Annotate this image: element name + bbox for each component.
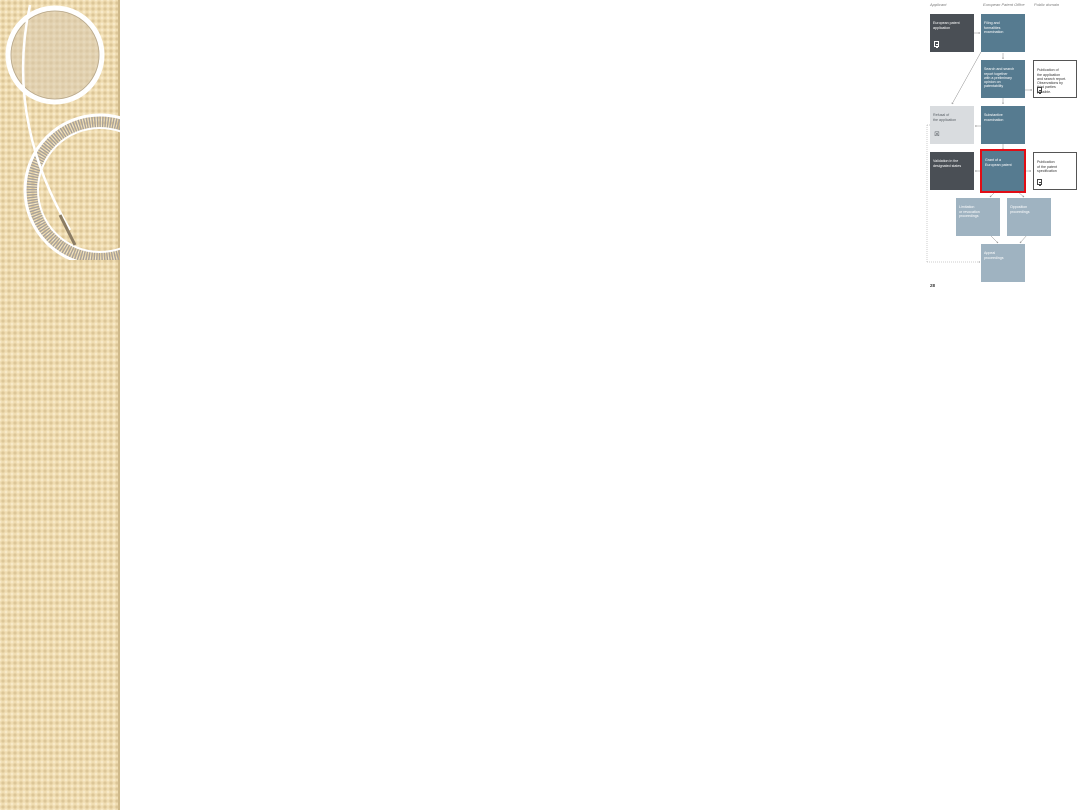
column-label-applicant: Applicant (930, 2, 947, 7)
decorative-rings (5, 4, 120, 260)
box-refusal: Refusal of the application ☒ (930, 106, 974, 144)
box-patent-application: European patent application (930, 14, 974, 52)
box-label: Appeal proceedings (984, 251, 1004, 260)
box-limitation-revocation: Limitation or revocation proceedings (956, 198, 1000, 236)
box-publication-specification: Publication of the patent specification (1033, 152, 1077, 190)
box-label: Publication of the patent specification (1037, 160, 1057, 173)
decorative-sidebar (0, 0, 120, 810)
box-label: Grant of a European patent (985, 158, 1012, 167)
box-label: Limitation or revocation proceedings (959, 205, 980, 218)
box-label: Substantive examination (984, 113, 1004, 122)
document-icon (934, 41, 939, 48)
box-substantive-examination: Substantive examination (981, 106, 1025, 144)
sidebar-edge (118, 0, 120, 810)
box-publication-application: Publication of the application and searc… (1033, 60, 1077, 98)
flowchart-connectors (926, 0, 1080, 300)
crossed-document-icon: ☒ (934, 132, 940, 138)
document-icon (1037, 87, 1042, 94)
box-appeal: Appeal proceedings (981, 244, 1025, 282)
box-label: European patent application (933, 21, 960, 30)
column-label-epo: European Patent Office (983, 2, 1025, 7)
box-filing-examination: Filing and formalities examination (981, 14, 1025, 52)
box-label: Opposition proceedings (1010, 205, 1030, 214)
box-label: Search and search report together with a… (984, 67, 1015, 89)
box-validation: Validation in the designated states (930, 152, 974, 190)
patent-process-flowchart: Applicant European Patent Office Public … (920, 0, 1080, 300)
document-icon (1037, 179, 1042, 186)
box-opposition: Opposition proceedings (1007, 198, 1051, 236)
box-label: Filing and formalities examination (984, 21, 1004, 34)
box-label: Refusal of the application (933, 113, 957, 122)
box-grant-highlighted: Grant of a European patent (980, 149, 1026, 193)
box-search-report: Search and search report together with a… (981, 60, 1025, 98)
box-label: Validation in the designated states (933, 159, 962, 168)
column-label-public: Public domain (1034, 2, 1060, 7)
page-number: 28 (930, 283, 936, 288)
